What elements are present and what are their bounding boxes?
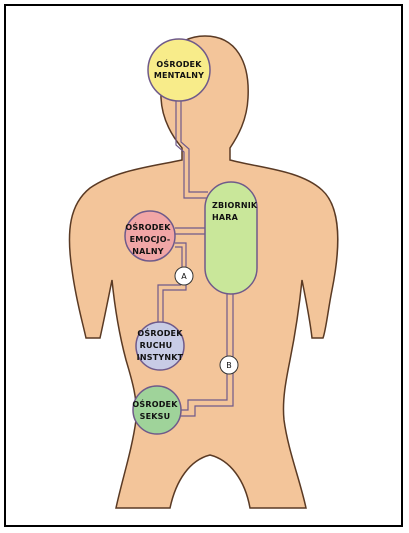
mental-center: OŚRODEK MENTALNY bbox=[148, 39, 210, 101]
sex-label-2: SEKSU bbox=[140, 412, 171, 421]
marker-b: B bbox=[220, 356, 238, 374]
emotional-label-3: NALNY bbox=[132, 247, 163, 256]
movement-label-1: OŚRODEK bbox=[137, 327, 183, 338]
emotional-center: OŚRODEK EMOCJO- NALNY bbox=[125, 211, 175, 261]
emotional-label-2: EMOCJO- bbox=[130, 235, 171, 244]
sex-center: OŚRODEK SEKSU bbox=[132, 386, 181, 434]
emotional-label-1: OŚRODEK bbox=[125, 221, 171, 232]
reservoir-label-1: ZBIORNIK bbox=[212, 201, 258, 210]
movement-label-2: RUCHU bbox=[140, 341, 173, 350]
body-silhouette bbox=[69, 36, 337, 508]
mental-label-2: MENTALNY bbox=[154, 71, 204, 80]
movement-label-3: INSTYNKT bbox=[137, 353, 184, 362]
mental-label-1: OŚRODEK bbox=[156, 58, 202, 69]
marker-b-label: B bbox=[226, 361, 232, 370]
marker-a-label: A bbox=[181, 272, 187, 281]
movement-center: OŚRODEK RUCHU INSTYNKT bbox=[136, 322, 184, 370]
reservoir-label-2: HARA bbox=[212, 213, 239, 222]
sex-label-1: OŚRODEK bbox=[132, 398, 178, 409]
reservoir-hara: ZBIORNIK HARA bbox=[205, 182, 258, 294]
marker-a: A bbox=[175, 267, 193, 285]
